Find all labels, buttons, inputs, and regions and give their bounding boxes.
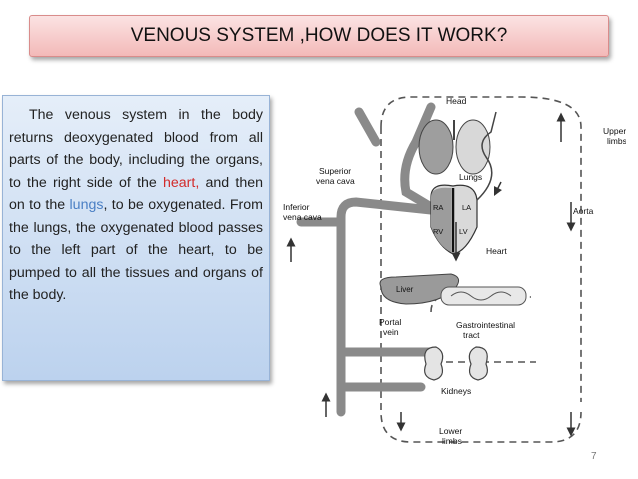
label-superior-vena-cava-2: vena cava [316,176,355,186]
label-head: Head [446,96,467,106]
label-upper-limbs-1: Upper [603,126,626,136]
label-aorta: Aorta [573,206,594,216]
label-lower-limbs-2: limbs [442,436,462,446]
lungs-shape [418,119,491,175]
label-lower-limbs-1: Lower [439,426,462,436]
description-box: The venous system in the body returns de… [2,95,270,381]
label-lungs: Lungs [459,172,482,182]
flow-arrows [286,112,576,437]
page-number: 7 [591,451,597,462]
label-gi-tract-1: Gastrointestinal [456,320,515,330]
heart-highlight: heart, [163,174,200,191]
body-text-part-3: , to be oxygenated. From the lungs, the … [9,197,263,303]
label-kidneys: Kidneys [441,386,471,396]
title-banner: VENOUS SYSTEM ,HOW DOES IT WORK? [29,15,609,57]
label-heart: Heart [486,246,507,256]
label-superior-vena-cava-1: Superior [319,166,351,176]
lungs-highlight: lungs [69,197,104,213]
heart-shape [430,184,478,255]
label-liver: Liver [396,285,414,294]
label-la: LA [462,203,471,212]
label-lv: LV [459,227,468,236]
label-portal-vein-2: vein [383,327,399,337]
label-portal-vein-1: Portal [379,317,401,327]
vena-cava-vessels [296,102,436,417]
aorta-vessel [476,111,497,201]
kidneys-shape [424,346,488,381]
label-gi-tract-2: tract [463,330,480,340]
label-upper-limbs-2: limbs [607,136,626,146]
label-inferior-vena-cava-1: Inferior [283,202,310,212]
label-inferior-vena-cava-2: vena cava [283,212,322,222]
body-text-part-2: and then on to the [9,174,264,214]
gi-tract-shape [440,286,527,306]
label-ra: RA [433,203,443,212]
body-text-part-1: The venous system in the body returns de… [9,107,263,191]
label-rv: RV [433,227,443,236]
slide-title: VENOUS SYSTEM ,HOW DOES IT WORK? [130,25,508,46]
circulation-diagram: Head Upper limbs Lungs Superior vena cav… [283,96,626,446]
